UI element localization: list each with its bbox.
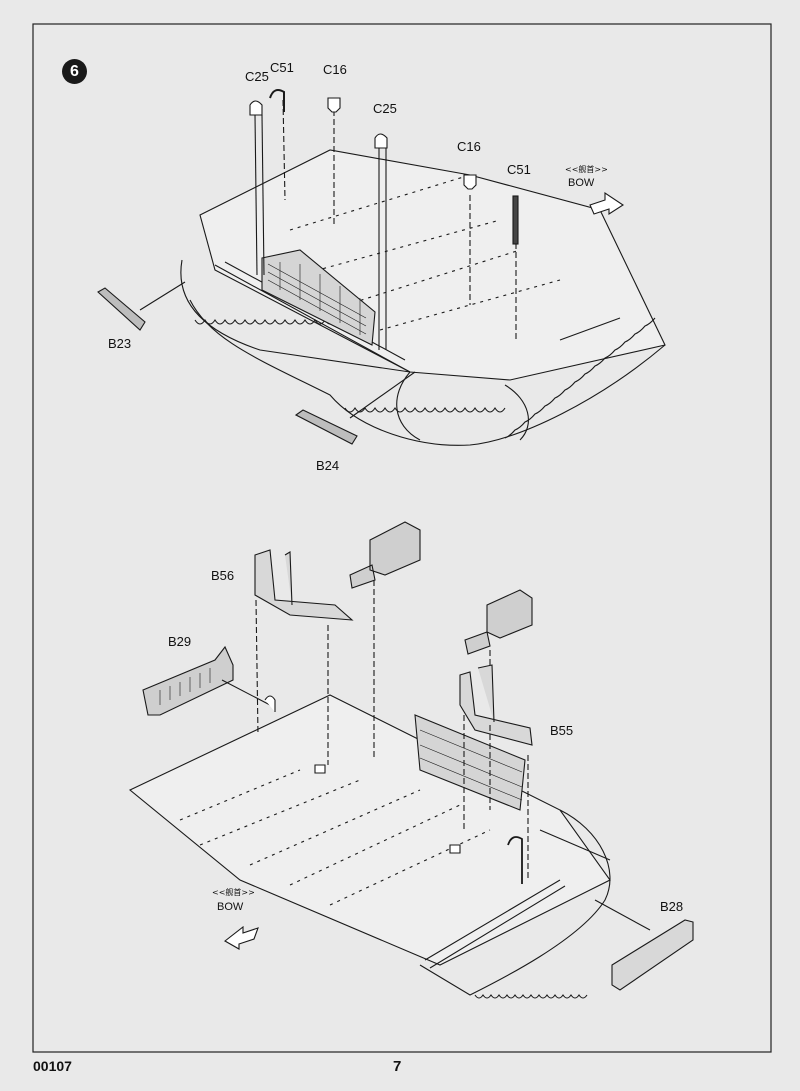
label-b23: B23 (108, 336, 131, 351)
step-number-badge: 6 (62, 59, 87, 84)
top-bow-arrow (589, 191, 625, 216)
label-b28: B28 (660, 899, 683, 914)
bottom-bow-arrow (224, 925, 259, 950)
top-grille-panel (261, 249, 376, 346)
label-c51-left: C51 (270, 60, 294, 75)
bottom-bow-cn-label: <<舰首>> (212, 887, 255, 897)
bottom-hull-assembly (128, 521, 694, 999)
top-skirt-bottom (189, 299, 666, 446)
page-frame (32, 23, 772, 1053)
b28-part (611, 919, 694, 991)
label-c25-right: C25 (373, 101, 397, 116)
label-c16-left: C16 (323, 62, 347, 77)
top-bow-cn-label: <<舰首>> (565, 164, 608, 174)
top-bow-en-label: BOW (568, 177, 595, 189)
c16-right-part (463, 174, 477, 190)
label-b55: B55 (550, 723, 573, 738)
top-skirt-fingers (194, 318, 336, 325)
top-skirt-bow (396, 371, 529, 441)
b23-part (97, 287, 146, 331)
c25-right-part (374, 133, 388, 149)
label-c16-right: C16 (457, 139, 481, 154)
label-b24: B24 (316, 458, 339, 473)
b55-part (459, 664, 533, 746)
blower-upper-part (349, 521, 421, 589)
product-code: 00107 (33, 1058, 72, 1074)
label-c25-left: C25 (245, 69, 269, 84)
c16-left-part (327, 97, 341, 113)
label-b56: B56 (211, 568, 234, 583)
blower-lower-part (464, 589, 533, 655)
top-hull-assembly (97, 89, 666, 446)
c51-right-part (512, 195, 519, 245)
c51-left-part (269, 89, 285, 112)
c25-left-part (249, 100, 263, 116)
b56-part (254, 549, 354, 621)
b29-part (142, 645, 234, 716)
bottom-grille-panel (414, 714, 526, 811)
top-skirt-front (180, 259, 411, 373)
bottom-bow-en-label: BOW (217, 901, 244, 913)
bottom-deck-outline (128, 694, 611, 966)
page-number: 7 (393, 1058, 402, 1075)
b24-part (294, 409, 358, 445)
label-c51-right: C51 (507, 162, 531, 177)
label-b29: B29 (168, 634, 191, 649)
